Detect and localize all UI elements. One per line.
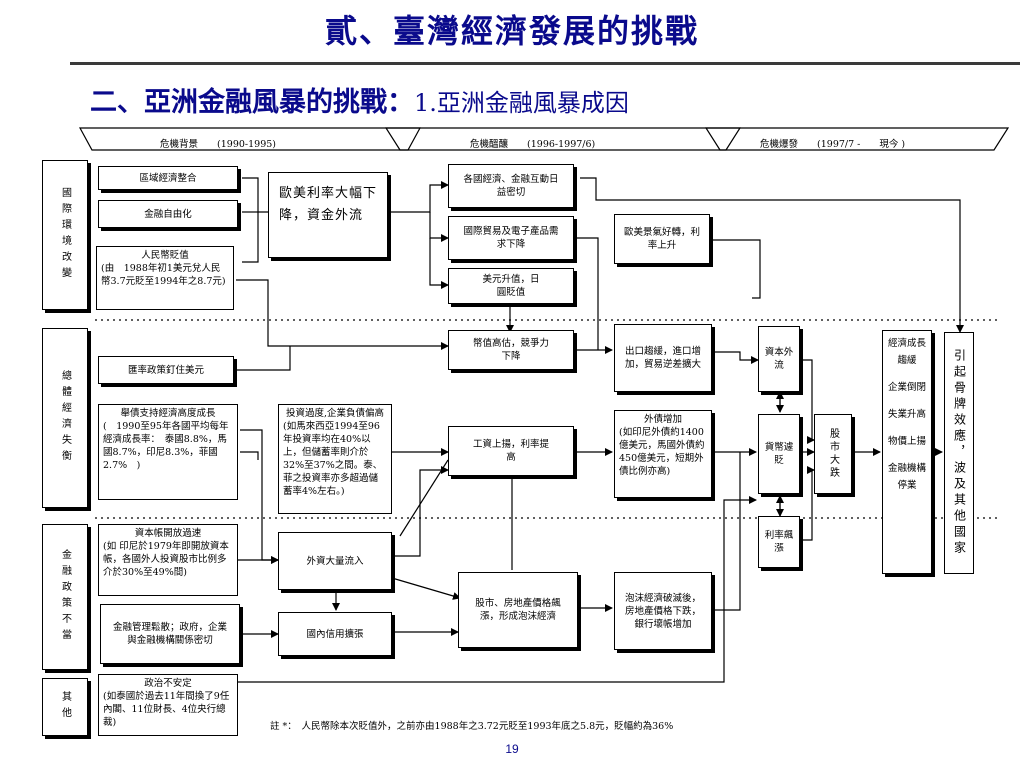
- box-fx-peg: 匯率政策釘住美元: [98, 356, 234, 384]
- category-other: 其他: [42, 678, 88, 736]
- phase-brewing: 危機醞釀 (1996-1997/6): [470, 139, 596, 150]
- overinvestment-title: 投資過度,企業負債偏高: [285, 408, 385, 419]
- slide-title: 貳、臺灣經濟發展的挑戰: [324, 12, 699, 50]
- box-capital-account: 資本帳開放過速 (如 印尼於1979年即開放資本帳，各國外人投資股市比例多介於3…: [98, 524, 238, 596]
- external-debt-title: 外債增加: [643, 414, 682, 425]
- box-debt-growth: 舉債支持經濟高度成長 ( 1990至95年各國平均每年經濟成長率： 泰國8.8%…: [98, 404, 238, 500]
- political-title: 政治不安定: [144, 678, 192, 689]
- box-financial-liberalization: 金融自由化: [98, 200, 238, 228]
- box-fin-management: 金融管理鬆散；政府，企業與金融機構關係密切: [100, 604, 240, 664]
- box-asset-bubble: 股市、房地產價格飆漲，形成泡沫經濟: [458, 572, 578, 648]
- box-external-debt: 外債增加 (如印尼外債約1400億美元，馬國外債約450億美元，短期外債比例亦高…: [614, 410, 712, 498]
- box-trade-demand: 國際貿易及電子產品需求下降: [448, 216, 574, 260]
- outcome-inflation: 物價上揚: [887, 436, 926, 447]
- box-currency-depreciation: 貨幣遽貶: [758, 414, 800, 494]
- category-international: 國際環境改變: [42, 160, 88, 310]
- box-bubble-burst: 泡沫經濟破滅後，房地產價格下跌，銀行壞帳增加: [614, 572, 712, 650]
- debt-growth-title: 舉債支持經濟高度成長: [120, 408, 216, 419]
- political-detail: (如泰國於過去11年間換了9任內閣、11位財長、4位央行總裁): [103, 691, 230, 728]
- box-outcomes: 經濟成長趨緩 企業倒閉 失業升高 物價上揚 金融機構停業: [882, 330, 932, 574]
- box-global-links: 各國經濟、金融互動日益密切: [448, 164, 574, 208]
- box-foreign-inflow: 外資大量流入: [278, 532, 392, 590]
- phase-background: 危機背景 (1990-1995): [160, 139, 277, 150]
- rmb-devaluation-title: 人民幣貶值: [141, 250, 189, 261]
- title-divider: [70, 62, 1020, 65]
- box-us-eu-rates: 歐美利率大幅下降，資金外流: [268, 172, 388, 258]
- box-domestic-credit: 國內信用擴張: [278, 612, 392, 656]
- rmb-devaluation-detail: (由 1988年初1美元兌人民幣3.7元貶至1994年之8.7元): [101, 263, 226, 287]
- debt-growth-detail: ( 1990至95年各國平均每年經濟成長率： 泰國8.8%，馬國8.7%，印尼8…: [103, 421, 229, 471]
- box-overinvestment: 投資過度,企業負債偏高 (如馬來西亞1994至96年投資率均在40%以上，但儲蓄…: [278, 404, 392, 514]
- subtitle-topic: 1.亞洲金融風暴成因: [414, 89, 629, 117]
- category-macro: 總體經濟失衡: [42, 328, 88, 508]
- box-contagion: 引起骨牌效應，波及其他國家: [944, 332, 974, 574]
- box-stock-crash: 股市大跌: [814, 414, 852, 494]
- category-finance-policy: 金融政策不當: [42, 524, 88, 670]
- capital-account-detail: (如 印尼於1979年即開放資本帳，各國外人投資股市比例多介於30%至49%間): [103, 541, 229, 578]
- box-rate-surge: 利率飆漲: [758, 516, 800, 568]
- box-overvalued-currency: 幣值高估，競爭力下降: [448, 330, 574, 370]
- box-regional-integration: 區域經濟整合: [98, 166, 238, 190]
- capital-account-title: 資本帳開放過速: [134, 528, 202, 539]
- external-debt-detail: (如印尼外債約1400億美元，馬國外債約450億美元，短期外債比例亦高): [619, 427, 705, 477]
- outcome-bank-closure: 金融機構停業: [887, 463, 926, 491]
- overinvestment-detail: (如馬來西亞1994至96年投資率均在40%以上，但儲蓄率則介於32%至37%之…: [283, 421, 383, 497]
- outcome-bankruptcy: 企業倒閉: [887, 382, 926, 393]
- box-export-slowdown: 出口趨緩，進口增加，貿易逆差擴大: [614, 324, 712, 392]
- outcome-growth: 經濟成長趨緩: [887, 338, 926, 366]
- box-capital-outflow: 資本外流: [758, 326, 800, 392]
- footnote: 註 *： 人民幣除本次貶值外，之前亦由1988年之3.72元貶至1993年底之5…: [270, 721, 674, 732]
- subtitle-main: 二、亞洲金融風暴的挑戰：: [90, 87, 414, 118]
- box-usd-yen: 美元升值，日圓貶值: [448, 268, 574, 304]
- outcome-unemployment: 失業升高: [887, 409, 926, 420]
- box-wage-rate: 工資上揚，利率提高: [448, 426, 574, 476]
- page-number: 19: [505, 742, 519, 756]
- phase-outbreak: 危機爆發 (1997/7 - 現今 ): [760, 139, 906, 150]
- box-rmb-devaluation: 人民幣貶值 (由 1988年初1美元兌人民幣3.7元貶至1994年之8.7元): [96, 246, 234, 310]
- box-us-eu-boom: 歐美景氣好轉，利率上升: [614, 214, 710, 264]
- slide-subtitle: 二、亞洲金融風暴的挑戰：1.亞洲金融風暴成因: [90, 80, 629, 119]
- box-political: 政治不安定 (如泰國於過去11年間換了9任內閣、11位財長、4位央行總裁): [98, 674, 238, 736]
